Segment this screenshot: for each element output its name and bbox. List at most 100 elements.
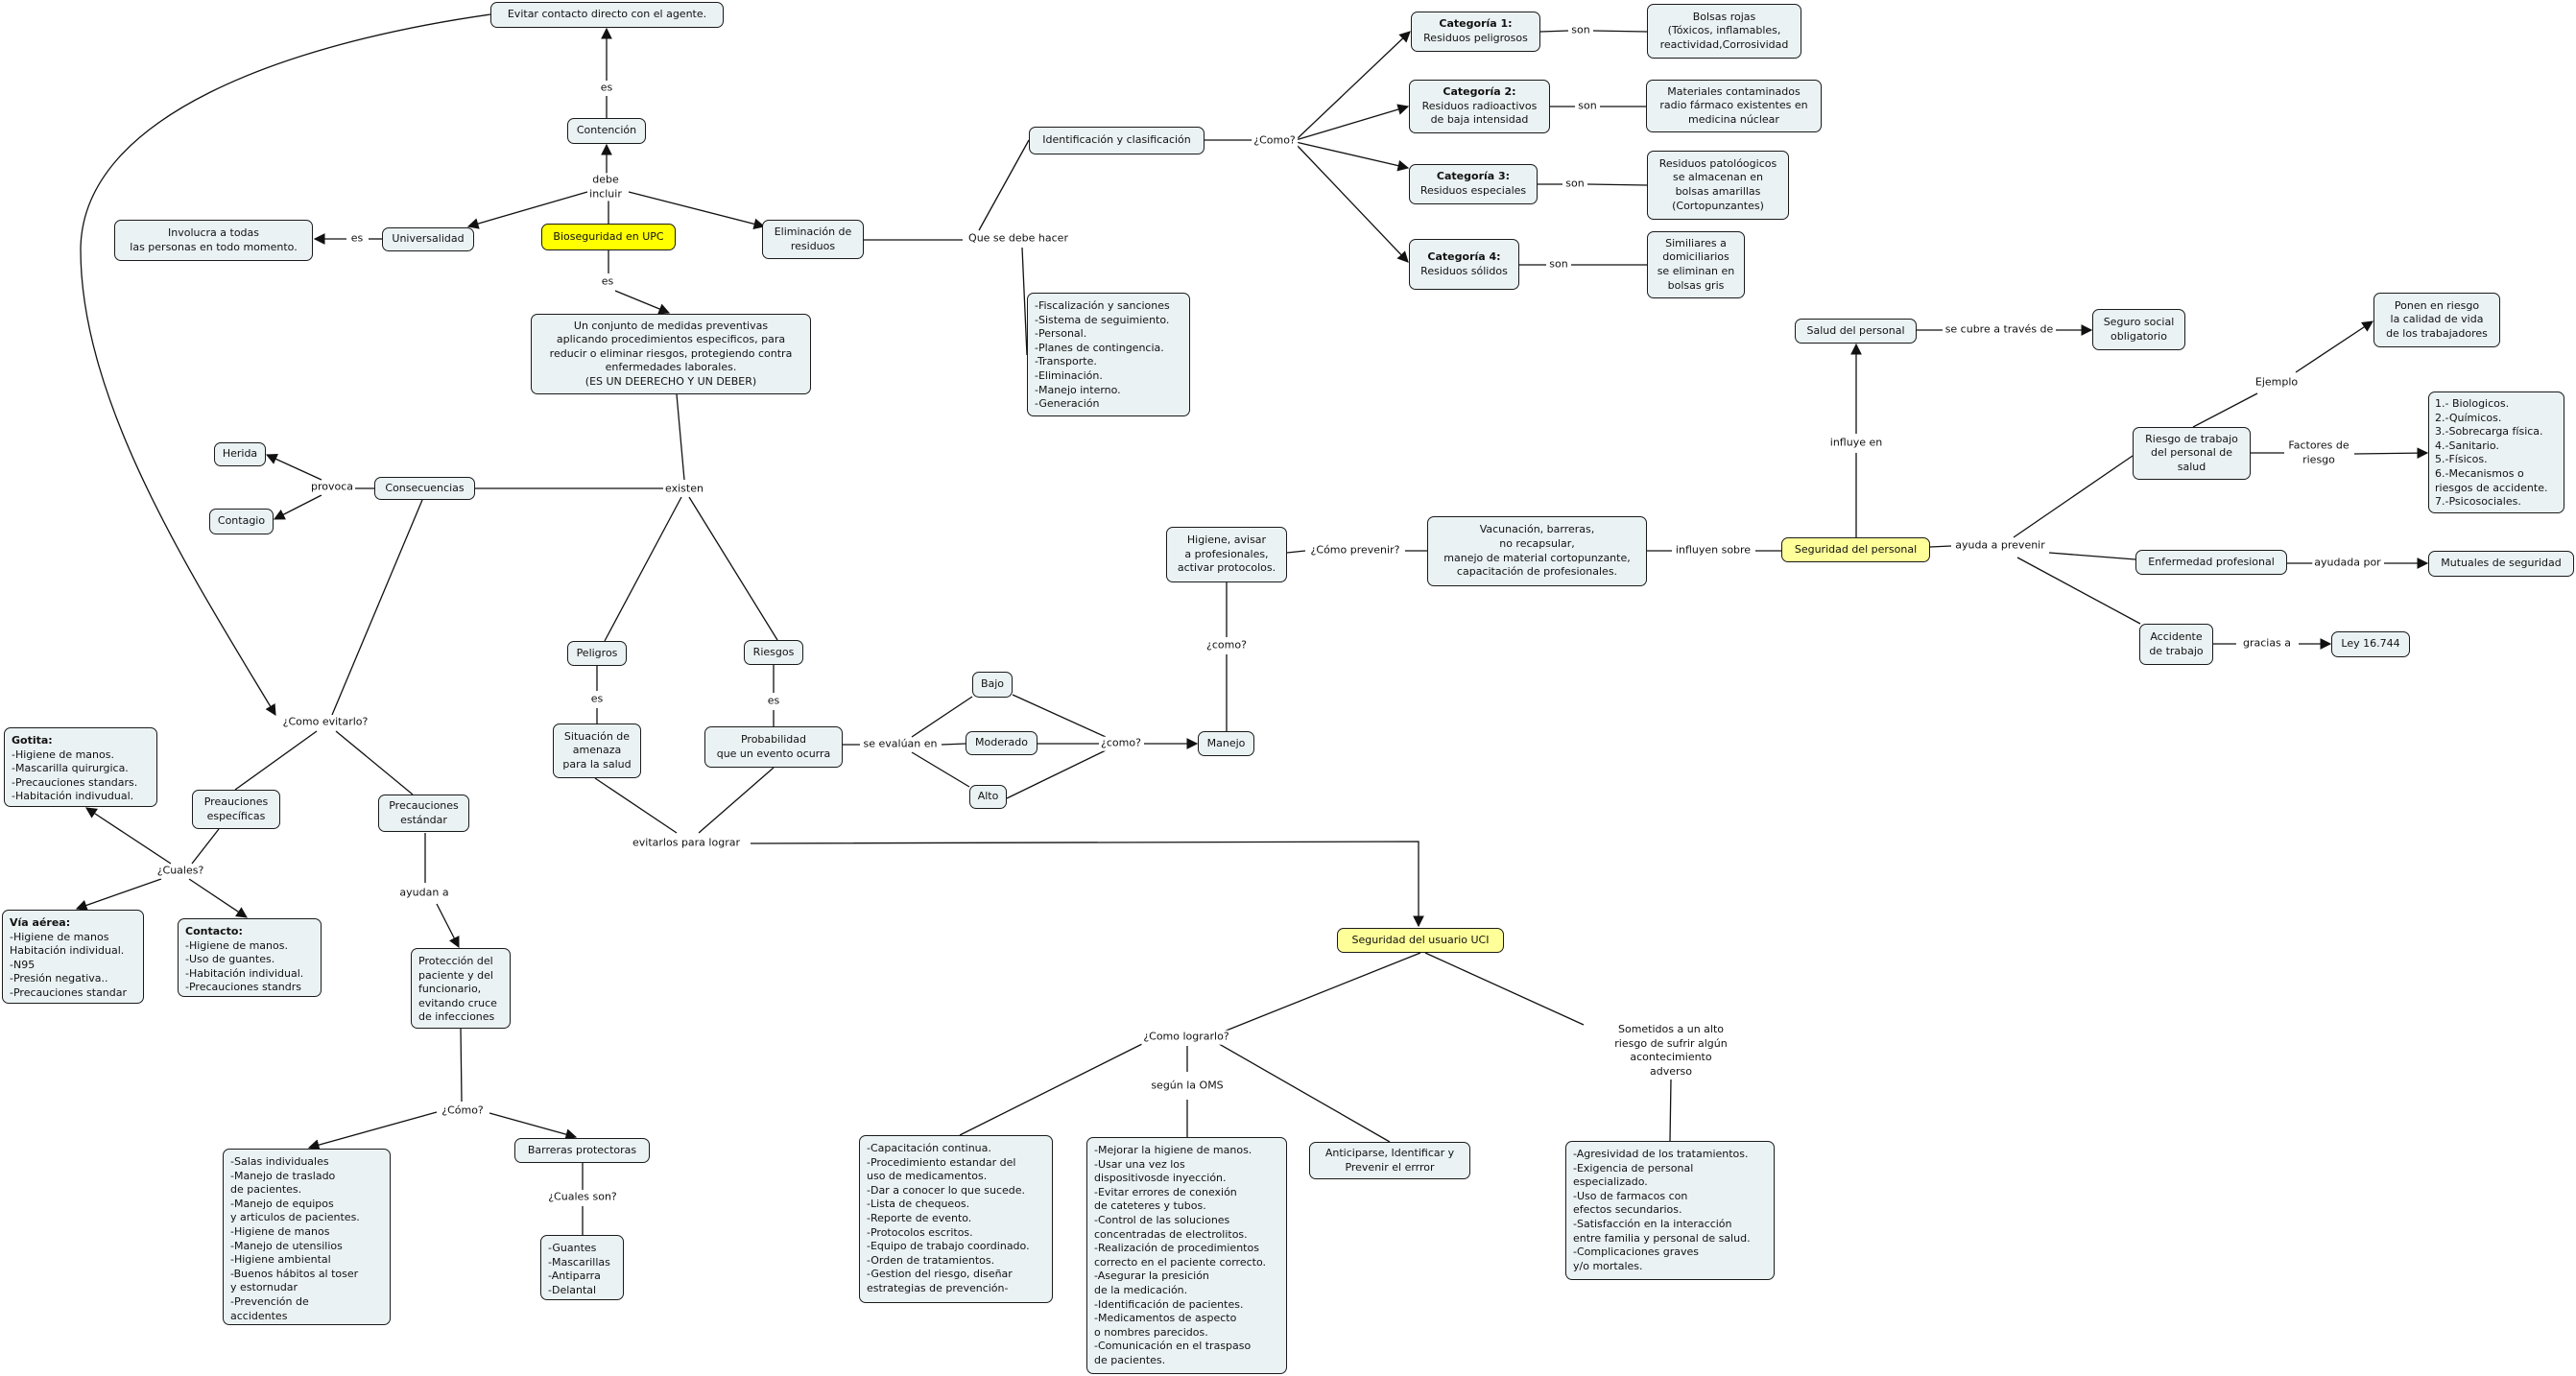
- link-label-como-prevenir: ¿Cómo prevenir?: [1308, 543, 1402, 558]
- concept-preauciones-especificas[interactable]: Preauciones específicas: [192, 790, 280, 829]
- concept-salud-personal[interactable]: Salud del personal: [1795, 319, 1917, 344]
- concept-identificacion[interactable]: Identificación y clasificación: [1029, 127, 1205, 154]
- concept-ponen-en-riesgo[interactable]: Ponen en riesgo la calidad de vida de lo…: [2373, 293, 2500, 347]
- concept-riesgos[interactable]: Riesgos: [744, 640, 803, 665]
- concept-factores-list[interactable]: 1.- Biologicos. 2.-Químicos. 3.-Sobrecar…: [2428, 391, 2564, 513]
- category-body: Residuos radioactivos de baja intensidad: [1421, 99, 1538, 127]
- link-label-son: son: [1547, 257, 1570, 273]
- link-label-existen: existen: [663, 482, 705, 497]
- concept-contacto[interactable]: Contacto:-Higiene de manos. -Uso de guan…: [178, 918, 322, 997]
- concept-peligros[interactable]: Peligros: [567, 641, 627, 666]
- concept-categoria-4[interactable]: Categoría 4:Residuos sólidos: [1409, 239, 1519, 290]
- concept-patologicos[interactable]: Residuos patolóogicos se almacenan en bo…: [1647, 151, 1789, 220]
- concept-bajo[interactable]: Bajo: [972, 672, 1013, 698]
- concept-body: -Higiene de manos. -Uso de guantes. -Hab…: [185, 938, 304, 994]
- concept-via-aerea[interactable]: Vía aérea:-Higiene de manos Habitación i…: [2, 910, 144, 1004]
- link-label-provoca: provoca: [308, 480, 356, 495]
- link-label-como-lograrlo: ¿Como lograrlo?: [1141, 1030, 1231, 1045]
- link-label-ayudada-por: ayudada por: [2312, 556, 2383, 571]
- concept-categoria-3[interactable]: Categoría 3:Residuos especiales: [1409, 164, 1538, 204]
- concept-eliminacion-residuos[interactable]: Eliminación de residuos: [762, 220, 864, 259]
- concept-bioseguridad-upc[interactable]: Bioseguridad en UPC: [541, 224, 676, 250]
- edge-curve-evitar: [80, 13, 491, 717]
- concept-situacion-amenaza[interactable]: Situación de amenaza para la salud: [553, 724, 641, 778]
- concept-probabilidad[interactable]: Probabilidad que un evento ocurra: [704, 726, 843, 768]
- concept-salas-list[interactable]: -Salas individuales -Manejo de traslado …: [223, 1149, 391, 1325]
- concept-mutuales[interactable]: Mutuales de seguridad: [2428, 551, 2574, 577]
- concept-anticiparse[interactable]: Anticiparse, Identificar y Prevenir el e…: [1309, 1142, 1470, 1179]
- concept-higiene-avisar[interactable]: Higiene, avisar a profesionales, activar…: [1166, 527, 1287, 582]
- link-label-debe-incluir: debe incluir: [587, 173, 624, 202]
- concept-herida[interactable]: Herida: [214, 442, 266, 466]
- link-label-son: son: [1563, 177, 1586, 192]
- concept-ley[interactable]: Ley 16.744: [2331, 631, 2410, 657]
- concept-seguridad-personal[interactable]: Seguridad del personal: [1781, 537, 1930, 562]
- link-label-cuales: ¿Cuales?: [155, 864, 206, 879]
- concept-manejo[interactable]: Manejo: [1198, 731, 1254, 756]
- concept-bolsas-rojas[interactable]: Bolsas rojas (Tóxicos, inflamables, reac…: [1647, 4, 1801, 59]
- concept-similiares[interactable]: Similiares a domiciliarios se eliminan e…: [1647, 231, 1745, 298]
- category-title: Categoría 1:: [1439, 17, 1513, 31]
- category-title: Categoría 3:: [1436, 170, 1511, 183]
- concept-proteccion[interactable]: Protección del paciente y del funcionari…: [411, 948, 511, 1029]
- link-label-se-cubre: se cubre a través de: [1943, 322, 2056, 338]
- category-body: Residuos especiales: [1419, 184, 1527, 197]
- link-label-son: son: [1576, 99, 1599, 114]
- link-label-es: es: [598, 81, 615, 96]
- concept-guantes-list[interactable]: -Guantes -Mascarillas -Antiparra -Delant…: [540, 1235, 624, 1300]
- link-label-influyen-sobre: influyen sobre: [1673, 543, 1753, 558]
- concept-body: -Higiene de manos. -Mascarilla quirurgic…: [12, 747, 138, 803]
- concept-gotita[interactable]: Gotita:-Higiene de manos. -Mascarilla qu…: [4, 727, 157, 807]
- category-body: Residuos peligrosos: [1423, 32, 1528, 44]
- concept-agresividad-list[interactable]: -Agresividad de los tratamientos. -Exige…: [1565, 1141, 1775, 1280]
- concept-precauciones-estandar[interactable]: Precauciones estándar: [378, 795, 469, 832]
- concept-title: Contacto:: [185, 925, 243, 937]
- concept-fiscalizacion-list[interactable]: -Fiscalización y sanciones -Sistema de s…: [1027, 293, 1190, 416]
- concept-accidente-trabajo[interactable]: Accidente de trabajo: [2139, 624, 2213, 665]
- link-label-se-evaluan-en: se evalúan en: [861, 737, 940, 752]
- link-label-influye-en: influye en: [1827, 436, 1885, 451]
- concept-oms-list[interactable]: -Mejorar la higiene de manos. -Usar una …: [1086, 1137, 1287, 1374]
- link-label-como-evitarlo: ¿Como evitarlo?: [280, 715, 370, 730]
- link-label-es: es: [348, 231, 366, 247]
- link-label-como: ¿Como?: [1252, 133, 1298, 149]
- link-label-cuales-son: ¿Cuales son?: [546, 1190, 619, 1205]
- concept-categoria-1[interactable]: Categoría 1:Residuos peligrosos: [1411, 12, 1540, 52]
- concept-enfermedad-profesional[interactable]: Enfermedad profesional: [2135, 550, 2287, 575]
- concept-vacunacion[interactable]: Vacunación, barreras, no recapsular, man…: [1427, 516, 1647, 586]
- link-label-ayudan-a: ayudan a: [397, 886, 451, 901]
- concept-involucra[interactable]: Involucra a todas las personas en todo m…: [114, 220, 313, 261]
- link-label-como: ¿como?: [1099, 736, 1143, 751]
- link-label-como: ¿Cómo?: [440, 1103, 486, 1119]
- concept-contagio[interactable]: Contagio: [209, 509, 274, 534]
- concept-seguridad-usuario-uci[interactable]: Seguridad del usuario UCI: [1337, 928, 1504, 953]
- concept-moderado[interactable]: Moderado: [966, 731, 1038, 755]
- link-label-evitarlos-para-lograr: evitarlos para lograr: [631, 836, 742, 851]
- concept-title: Gotita:: [12, 734, 53, 747]
- concept-materiales[interactable]: Materiales contaminados radio fármaco ex…: [1646, 80, 1822, 132]
- concept-definicion[interactable]: Un conjunto de medidas preventivas aplic…: [531, 314, 811, 394]
- concept-title: Vía aérea:: [10, 916, 71, 929]
- link-label-que-se-debe-hacer: Que se debe hacer: [966, 231, 1070, 247]
- category-body: Residuos sólidos: [1420, 264, 1508, 277]
- concept-seguro-social[interactable]: Seguro social obligatorio: [2092, 309, 2185, 350]
- link-label-sometidos: Sometidos a un alto riesgo de sufrir alg…: [1612, 1022, 1729, 1079]
- concept-riesgo-trabajo[interactable]: Riesgo de trabajo del personal de salud: [2133, 427, 2251, 480]
- concept-universalidad[interactable]: Universalidad: [382, 227, 474, 251]
- concept-barreras-protectoras[interactable]: Barreras protectoras: [514, 1138, 650, 1163]
- concept-categoria-2[interactable]: Categoría 2:Residuos radioactivos de baj…: [1409, 80, 1550, 133]
- concept-evitar-contacto[interactable]: Evitar contacto directo con el agente.: [490, 2, 724, 28]
- category-title: Categoría 4:: [1427, 249, 1501, 263]
- link-label-gracias-a: gracias a: [2240, 636, 2294, 652]
- link-label-ayuda-a-prevenir: ayuda a prevenir: [1953, 538, 2047, 554]
- concept-consecuencias[interactable]: Consecuencias: [374, 477, 475, 500]
- link-label-es: es: [588, 692, 606, 707]
- concept-alto[interactable]: Alto: [969, 785, 1007, 809]
- concept-capacitacion-list[interactable]: -Capacitación continua. -Procedimiento e…: [859, 1135, 1053, 1303]
- link-label-son: son: [1569, 23, 1592, 38]
- concept-contencion[interactable]: Contención: [567, 118, 646, 144]
- link-label-es: es: [765, 694, 782, 709]
- link-label-ejemplo: Ejemplo: [2253, 375, 2301, 391]
- link-label-como: ¿como?: [1205, 638, 1249, 653]
